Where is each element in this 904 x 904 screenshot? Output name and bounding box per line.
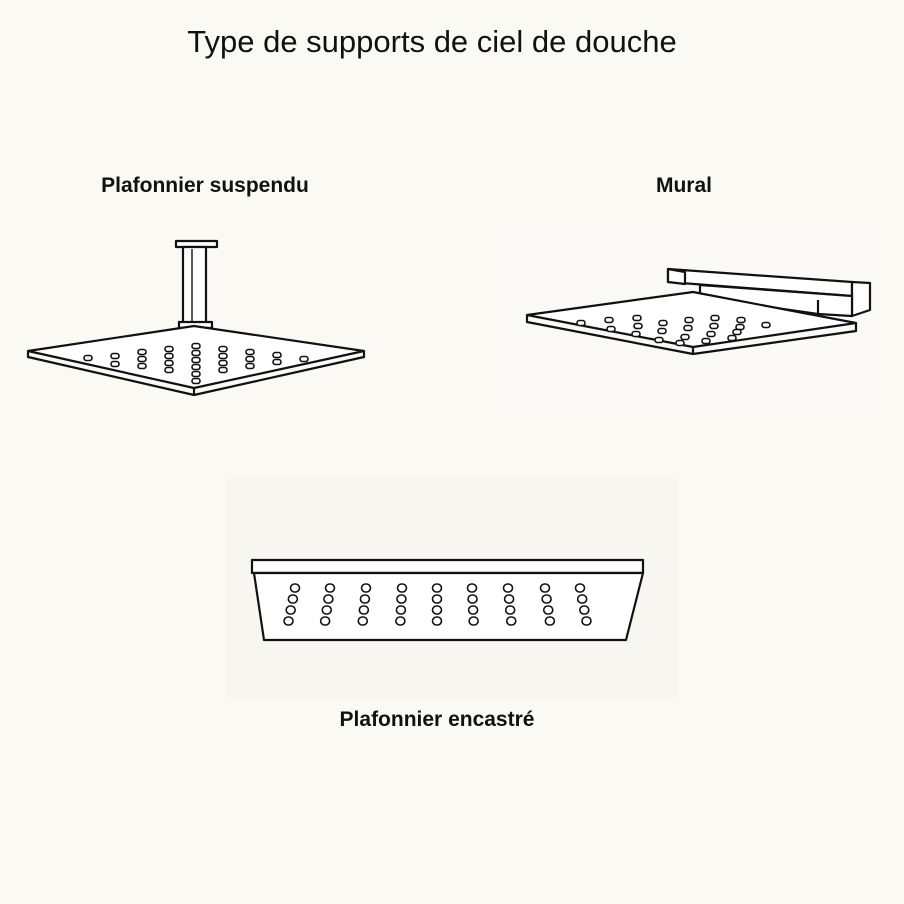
nozzle: [321, 605, 333, 615]
arm-end: [666, 267, 687, 286]
nozzle: [137, 355, 147, 363]
nozzle: [191, 342, 201, 350]
ceiling-suspended-shower-head-icon: [26, 239, 366, 397]
nozzle: [680, 333, 690, 341]
nozzle: [324, 583, 336, 593]
nozzle: [110, 352, 120, 360]
nozzle: [218, 359, 228, 367]
nozzle: [604, 316, 614, 324]
nozzle: [431, 616, 443, 626]
nozzle: [218, 366, 228, 374]
nozzle: [631, 330, 641, 338]
nozzle: [502, 583, 514, 593]
recessed-frame-top: [250, 558, 645, 575]
nozzle: [633, 322, 643, 330]
nozzle: [541, 594, 552, 604]
wall-bracket: [850, 280, 872, 318]
nozzle: [504, 605, 516, 615]
nozzle: [539, 583, 551, 593]
nozzle: [191, 356, 201, 364]
nozzle: [283, 616, 294, 626]
nozzle: [358, 605, 370, 615]
label-plafonnier-suspendu: Plafonnier suspendu: [101, 174, 309, 197]
nozzle: [245, 362, 255, 370]
nozzle: [164, 345, 174, 353]
nozzle: [505, 616, 517, 626]
nozzle: [323, 594, 334, 604]
nozzle: [218, 352, 228, 360]
wall-mounted-shower-head-icon: [525, 267, 872, 356]
nozzle: [272, 351, 282, 359]
nozzle: [164, 352, 174, 360]
nozzle: [164, 359, 174, 367]
nozzle: [431, 594, 443, 604]
nozzle: [606, 325, 616, 333]
nozzle: [683, 324, 693, 332]
nozzle: [732, 328, 742, 336]
nozzle: [360, 583, 372, 593]
nozzle: [467, 594, 478, 604]
nozzle: [110, 360, 120, 368]
nozzle: [544, 616, 556, 626]
nozzle: [299, 355, 309, 363]
label-plafonnier-encastre: Plafonnier encastré: [339, 708, 535, 731]
nozzle: [395, 605, 407, 615]
nozzle: [395, 616, 406, 626]
ceiling-recessed-shower-head-icon: [250, 558, 645, 642]
nozzle: [684, 316, 694, 324]
nozzle: [632, 314, 642, 322]
nozzle: [137, 362, 147, 370]
nozzle: [164, 366, 174, 374]
nozzle: [701, 337, 711, 345]
nozzle: [654, 336, 664, 344]
nozzle: [658, 319, 668, 327]
nozzle: [706, 330, 716, 338]
nozzle: [245, 348, 255, 356]
nozzle: [83, 354, 93, 362]
nozzle: [191, 363, 201, 371]
nozzle: [218, 345, 228, 353]
nozzle: [581, 616, 592, 626]
nozzle: [468, 616, 479, 626]
nozzle: [431, 583, 443, 593]
nozzle: [576, 594, 588, 604]
page-title: Type de supports de ciel de douche: [187, 24, 677, 59]
nozzle: [727, 334, 737, 342]
mural-nozzles: [576, 314, 771, 347]
suspension-pipe: [181, 245, 208, 325]
nozzle: [359, 594, 371, 604]
nozzle: [579, 605, 590, 615]
nozzle: [191, 377, 201, 385]
nozzle: [576, 319, 586, 327]
nozzle: [736, 316, 746, 324]
nozzle: [319, 616, 331, 626]
nozzle: [709, 322, 719, 330]
nozzle: [137, 348, 147, 356]
nozzle: [289, 583, 301, 593]
nozzle: [191, 349, 201, 357]
nozzle: [396, 594, 407, 604]
nozzle: [285, 605, 296, 615]
nozzle: [710, 314, 720, 322]
nozzle: [574, 583, 586, 593]
nozzle: [245, 355, 255, 363]
suspendu-nozzles: [83, 342, 309, 385]
nozzle: [503, 594, 515, 604]
nozzle: [357, 616, 369, 626]
nozzle: [396, 583, 408, 593]
nozzle: [272, 358, 282, 366]
nozzle: [675, 339, 685, 347]
nozzle: [466, 583, 478, 593]
label-mural: Mural: [655, 174, 712, 197]
nozzle: [657, 327, 667, 335]
nozzle: [287, 594, 299, 604]
nozzle: [191, 370, 201, 378]
nozzle: [761, 321, 771, 329]
nozzle: [542, 605, 554, 615]
nozzle: [431, 605, 443, 615]
encastre-nozzle-rows: [283, 583, 592, 626]
nozzle: [467, 605, 479, 615]
